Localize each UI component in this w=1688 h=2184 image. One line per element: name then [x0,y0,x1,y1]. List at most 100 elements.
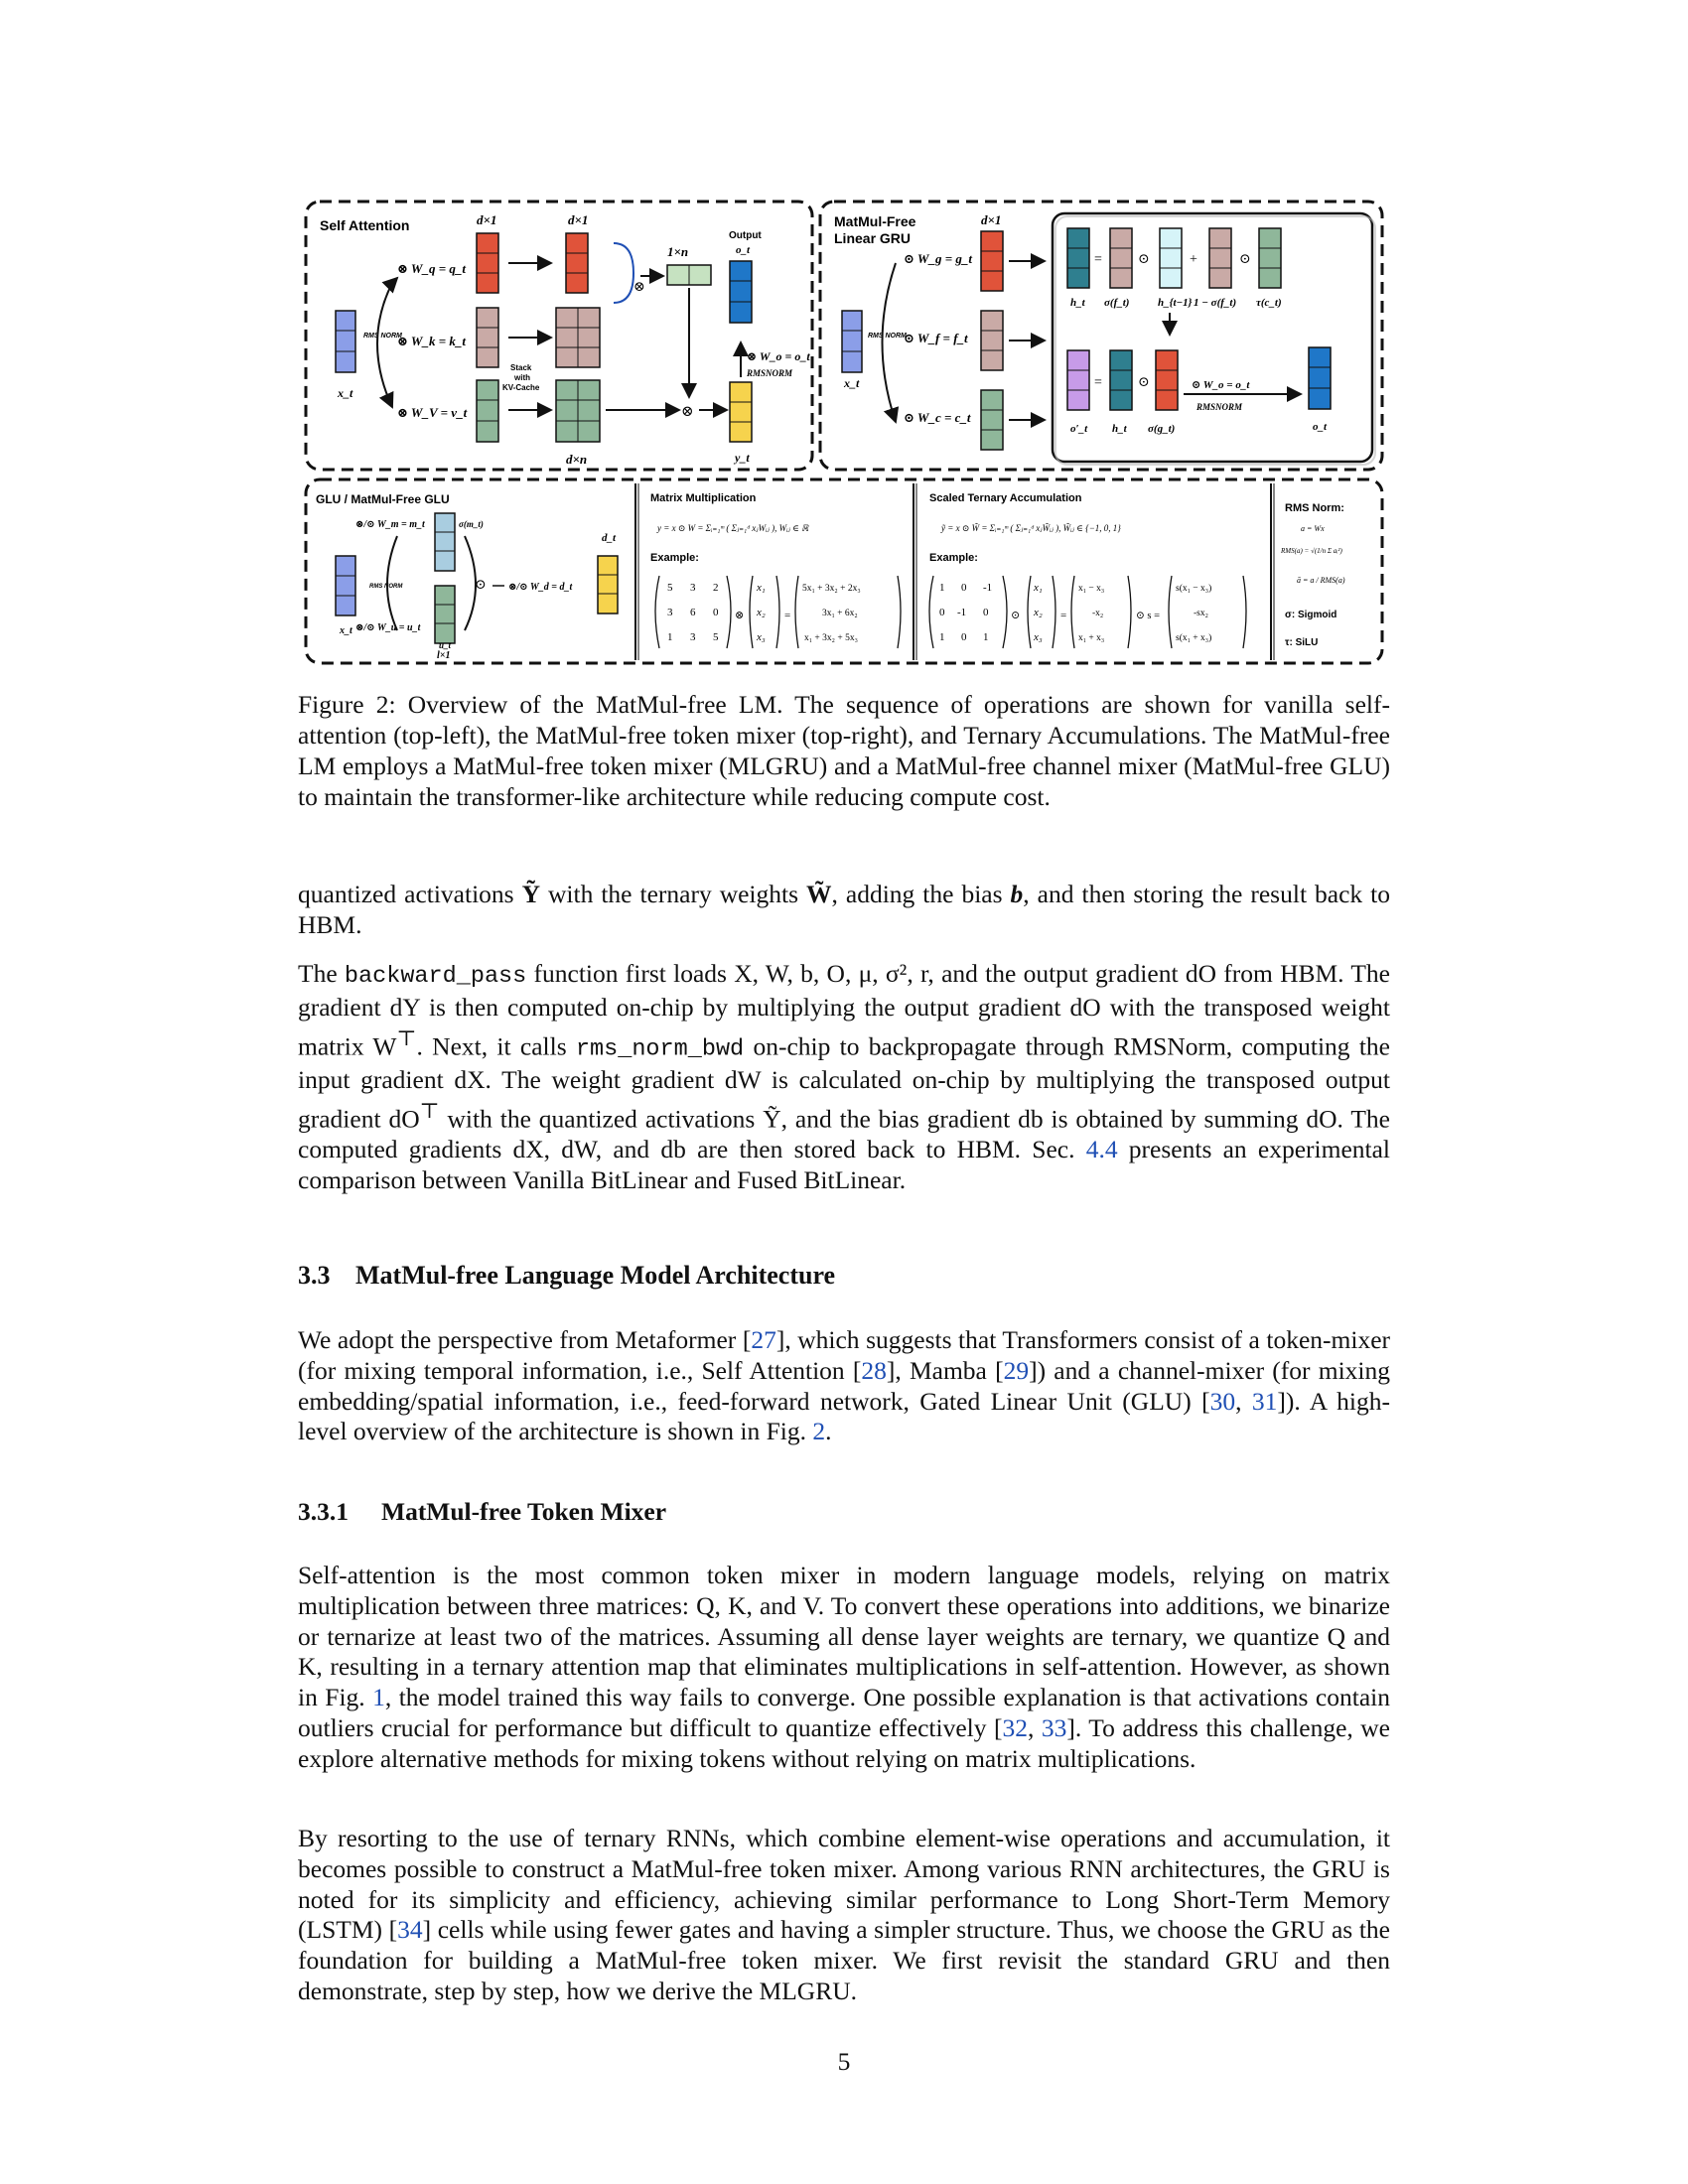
svg-text:x₁: x₁ [1033,582,1043,594]
sa-output-vector [729,260,753,324]
matmul-example: 5 3 2 3 6 0 1 3 5 ⊗ x₁ x₂ x₃ = 5x₁ + 3x₂… [654,575,902,649]
code-backward-pass: backward_pass [344,963,527,990]
svg-text:σ: Sigmoid: σ: Sigmoid [1285,610,1336,620]
svg-text:0: 0 [961,631,967,643]
ref-28[interactable]: 28 [861,1355,887,1385]
svg-text:1: 1 [667,631,673,643]
svg-text:1: 1 [939,631,945,643]
svg-text:Output: Output [729,230,762,241]
svg-text:⊙ s =: ⊙ s = [1136,611,1160,621]
mlgru-ft-vector [980,310,1004,371]
svg-text:⊗ W_q = q_t: ⊗ W_q = q_t [397,261,466,276]
glu-title: GLU / MatMul-Free GLU [316,492,450,506]
svg-text:Example:: Example: [929,552,978,564]
svg-text:y_t: y_t [733,451,750,465]
svg-text:d×1: d×1 [981,212,1001,227]
mlgru-panel: MatMul-Free Linear GRU d×1 x_t RMS NORM … [818,200,1384,472]
svg-text:u_t: u_t [439,640,452,650]
svg-text:d×1: d×1 [477,212,496,227]
svg-text:-x₂: -x₂ [1092,609,1103,618]
ref-30[interactable]: 30 [1209,1386,1236,1416]
ref-31[interactable]: 31 [1251,1386,1278,1416]
sa-qt-vector [476,232,499,294]
svg-text:x₁ − x₃: x₁ − x₃ [1078,584,1104,594]
svg-text:⊗/⊙ W_m = m_t: ⊗/⊙ W_m = m_t [355,519,426,530]
svg-text:⊙ W_c = c_t: ⊙ W_c = c_t [904,410,971,425]
svg-text:τ(c_t): τ(c_t) [1256,297,1282,309]
svg-text:d×1: d×1 [568,212,588,227]
figure-caption: Figure 2: Overview of the MatMul-free LM… [298,690,1390,811]
paragraph-backward-pass: The backward_pass function first loads X… [298,959,1390,1194]
svg-text:h_{t−1}: h_{t−1} [1158,297,1193,309]
svg-text:⊙ W_g = g_t: ⊙ W_g = g_t [904,251,972,266]
svg-text:⊗: ⊗ [735,610,744,621]
svg-text:⊗: ⊗ [633,280,645,295]
svg-text:x₁ + x₃: x₁ + x₃ [1078,633,1104,643]
svg-text:s(x₁ + x₃): s(x₁ + x₃) [1176,632,1211,643]
page-number: 5 [837,2047,851,2076]
svg-text:RMSNORM: RMSNORM [746,368,793,378]
sa-kt-vector [476,307,499,368]
svg-text:ỹ = x ⊙ W̃ = Σᵢ₌₁ᵐ ( Σⱼ₌₁ᵈ xⱼW: ỹ = x ⊙ W̃ = Σᵢ₌₁ᵐ ( Σⱼ₌₁ᵈ xⱼW̃ᵢⱼ ), W̃ᵢ… [940,523,1121,533]
svg-text:⊗/⊙ W_u = u_t: ⊗/⊙ W_u = u_t [355,622,422,633]
svg-text:x₁: x₁ [756,582,766,594]
paragraph-metaformer: We adopt the perspective from Metaformer… [298,1325,1391,1446]
svg-text:x₃: x₃ [756,631,766,643]
svg-text:0: 0 [961,582,967,594]
sa-vt-vector [476,379,499,443]
svg-text:1×n: 1×n [667,244,688,259]
svg-text:-1: -1 [957,607,966,618]
svg-text:⊙ W_o = o_t: ⊙ W_o = o_t [1192,379,1250,391]
svg-text:0: 0 [939,607,945,618]
svg-text:⊙: ⊙ [475,578,487,593]
svg-text:RMS NORM: RMS NORM [868,333,907,340]
sa-yt-vector [729,381,753,443]
glu-panel: GLU / MatMul-Free GLU ⊗/⊙ W_m = m_t ⊗/⊙ … [316,492,619,661]
ref-sec-4-4[interactable]: 4.4 [1085,1134,1118,1163]
svg-text:d_t: d_t [602,532,617,544]
svg-text:x_t: x_t [337,386,353,400]
svg-text:x₂: x₂ [1033,607,1043,618]
svg-text:σ(m_t): σ(m_t) [459,519,484,529]
svg-text:-sx₂: -sx₂ [1194,609,1208,618]
ref-27[interactable]: 27 [751,1325,776,1354]
svg-text:=: = [1060,610,1066,621]
paragraph-self-attention: Self-attention is the most common token … [298,1561,1390,1773]
svg-text:l×1: l×1 [437,650,450,661]
ref-32[interactable]: 32 [1002,1712,1029,1742]
svg-text:⊙: ⊙ [1138,252,1150,267]
svg-text:3: 3 [690,582,696,594]
ref-29[interactable]: 29 [1003,1355,1030,1385]
paragraph-ternary-rnn: By resorting to the use of ternary RNNs,… [298,1824,1390,2005]
paragraph-forward-pass-end: quantized activations Ỹ with the ternary… [298,880,1390,939]
svg-text:x_t: x_t [843,376,860,390]
mlgru-title-1: MatMul-Free [834,213,916,229]
svg-text:=: = [1094,375,1102,390]
svg-text:Example:: Example: [650,552,699,564]
ref-33[interactable]: 33 [1041,1712,1067,1742]
svg-text:-1: -1 [983,582,992,594]
sa-v-matrix [555,379,601,443]
code-rms-norm-bwd: rms_norm_bwd [575,1035,745,1063]
svg-text:RMS NORM: RMS NORM [363,333,402,340]
ref-fig-2[interactable]: 2 [812,1417,826,1446]
svg-text:⊙ W_f = f_t: ⊙ W_f = f_t [904,331,968,345]
ref-fig-1[interactable]: 1 [372,1683,385,1712]
svg-text:+: + [1190,252,1197,267]
svg-text:o′_t: o′_t [1070,423,1088,435]
svg-text:x_t: x_t [339,625,353,636]
mlgru-gt-vector [980,230,1004,292]
svg-text:τ: SiLU: τ: SiLU [1285,637,1318,648]
matmul-title: Matrix Multiplication [650,492,757,504]
svg-text:⊗/⊙ W_d = d_t: ⊗/⊙ W_d = d_t [508,582,573,593]
svg-text:6: 6 [690,607,696,618]
svg-text:ā = a / RMS(a): ā = a / RMS(a) [1297,576,1345,585]
figure-2-diagram: Self Attention d×1 d×1 x_t RMS NORM ⊗ W_… [304,200,1384,665]
ref-34[interactable]: 34 [397,1915,423,1945]
svg-text:⊗: ⊗ [681,404,694,420]
svg-text:5: 5 [667,582,673,594]
svg-text:0: 0 [983,607,989,618]
svg-text:s(x₁ − x₃): s(x₁ − x₃) [1176,583,1211,594]
